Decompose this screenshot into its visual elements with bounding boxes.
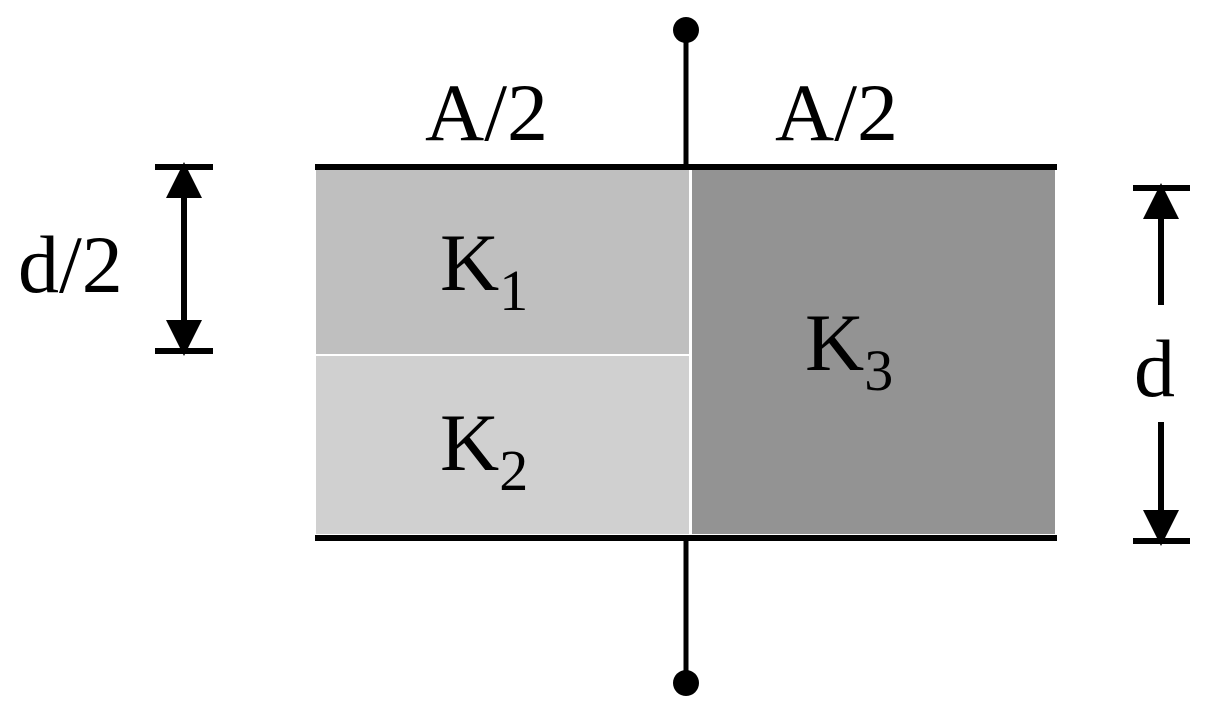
area-right-label: A/2 [775,67,898,158]
k1-subscript: 1 [499,258,528,323]
k1-label: K1 [440,217,528,323]
bottom-terminal-dot [673,670,699,696]
thickness-label: d [1134,323,1175,414]
k1-symbol: K [440,217,499,308]
dielectric-k1-region [316,170,689,354]
k2-label: K2 [440,397,528,503]
k3-label: K3 [805,297,893,403]
half-thickness-label: d/2 [18,219,123,310]
k2-symbol: K [440,397,499,488]
k3-subscript: 3 [864,338,893,403]
top-terminal-dot [673,17,699,43]
k3-symbol: K [805,297,864,388]
k2-subscript: 2 [499,438,528,503]
dielectric-k2-region [316,356,689,534]
area-left-label: A/2 [425,67,548,158]
dielectric-k3-region [692,170,1055,534]
